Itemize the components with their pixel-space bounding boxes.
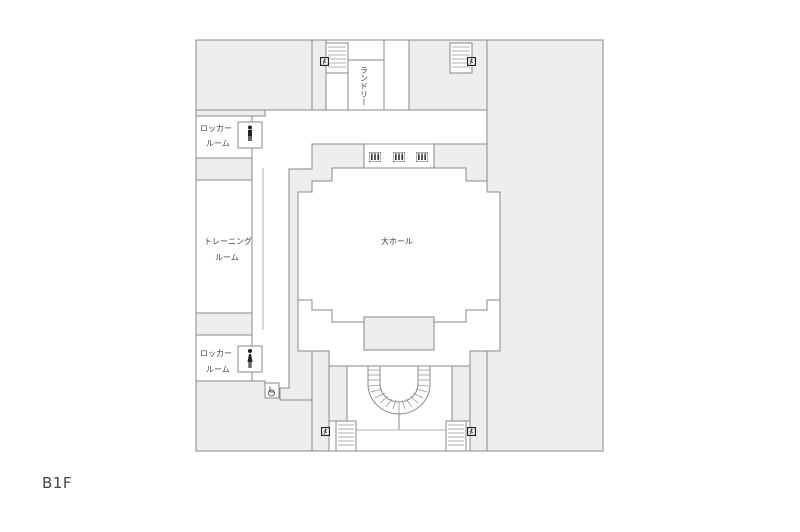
stairs-bottom-left [335, 420, 357, 452]
stairs-bottom-right [445, 420, 467, 452]
male-icon [248, 125, 252, 141]
corridor-top-center [383, 39, 410, 111]
wall-locker-top [195, 109, 266, 117]
right-block [486, 39, 604, 452]
wall-bottom-left-room [328, 365, 348, 422]
wheelchair-icon [268, 386, 275, 397]
locker-bottom-label-2: ルーム [206, 365, 230, 374]
training-room [195, 179, 253, 314]
elevator-icon [393, 152, 405, 162]
locker-room-bottom [195, 334, 253, 382]
locker-top-label-1: ロッカー [200, 124, 232, 133]
elevator-icon [369, 152, 381, 162]
corridor-top-left [325, 72, 349, 111]
wall-between-training-locker [195, 312, 253, 336]
training-label-1: トレーニング [204, 236, 252, 246]
emergency-exit-icon [467, 57, 476, 66]
wall-bottom-right-room [451, 365, 471, 422]
wall-between-locker-training [195, 157, 253, 181]
female-icon [247, 349, 253, 368]
emergency-exit-icon [467, 427, 476, 436]
main-hall-label: 大ホール [381, 236, 413, 246]
emergency-exit-icon [321, 427, 330, 436]
spiral-staircase [367, 366, 431, 430]
top-left-block [195, 39, 313, 111]
elevator-icon [416, 152, 428, 162]
floor-label: B1F [42, 474, 72, 492]
emergency-exit-icon [320, 57, 329, 66]
hall-stage-block [363, 316, 435, 351]
laundry-label: ランドリー [360, 66, 369, 106]
top-right-inner-block [408, 39, 488, 111]
training-label-2: ルーム [215, 253, 239, 262]
wall-top-left-inner [311, 39, 327, 111]
locker-top-label-2: ルーム [206, 139, 230, 148]
stairs-top-left [325, 42, 349, 74]
locker-bottom-label-1: ロッカー [200, 349, 232, 358]
